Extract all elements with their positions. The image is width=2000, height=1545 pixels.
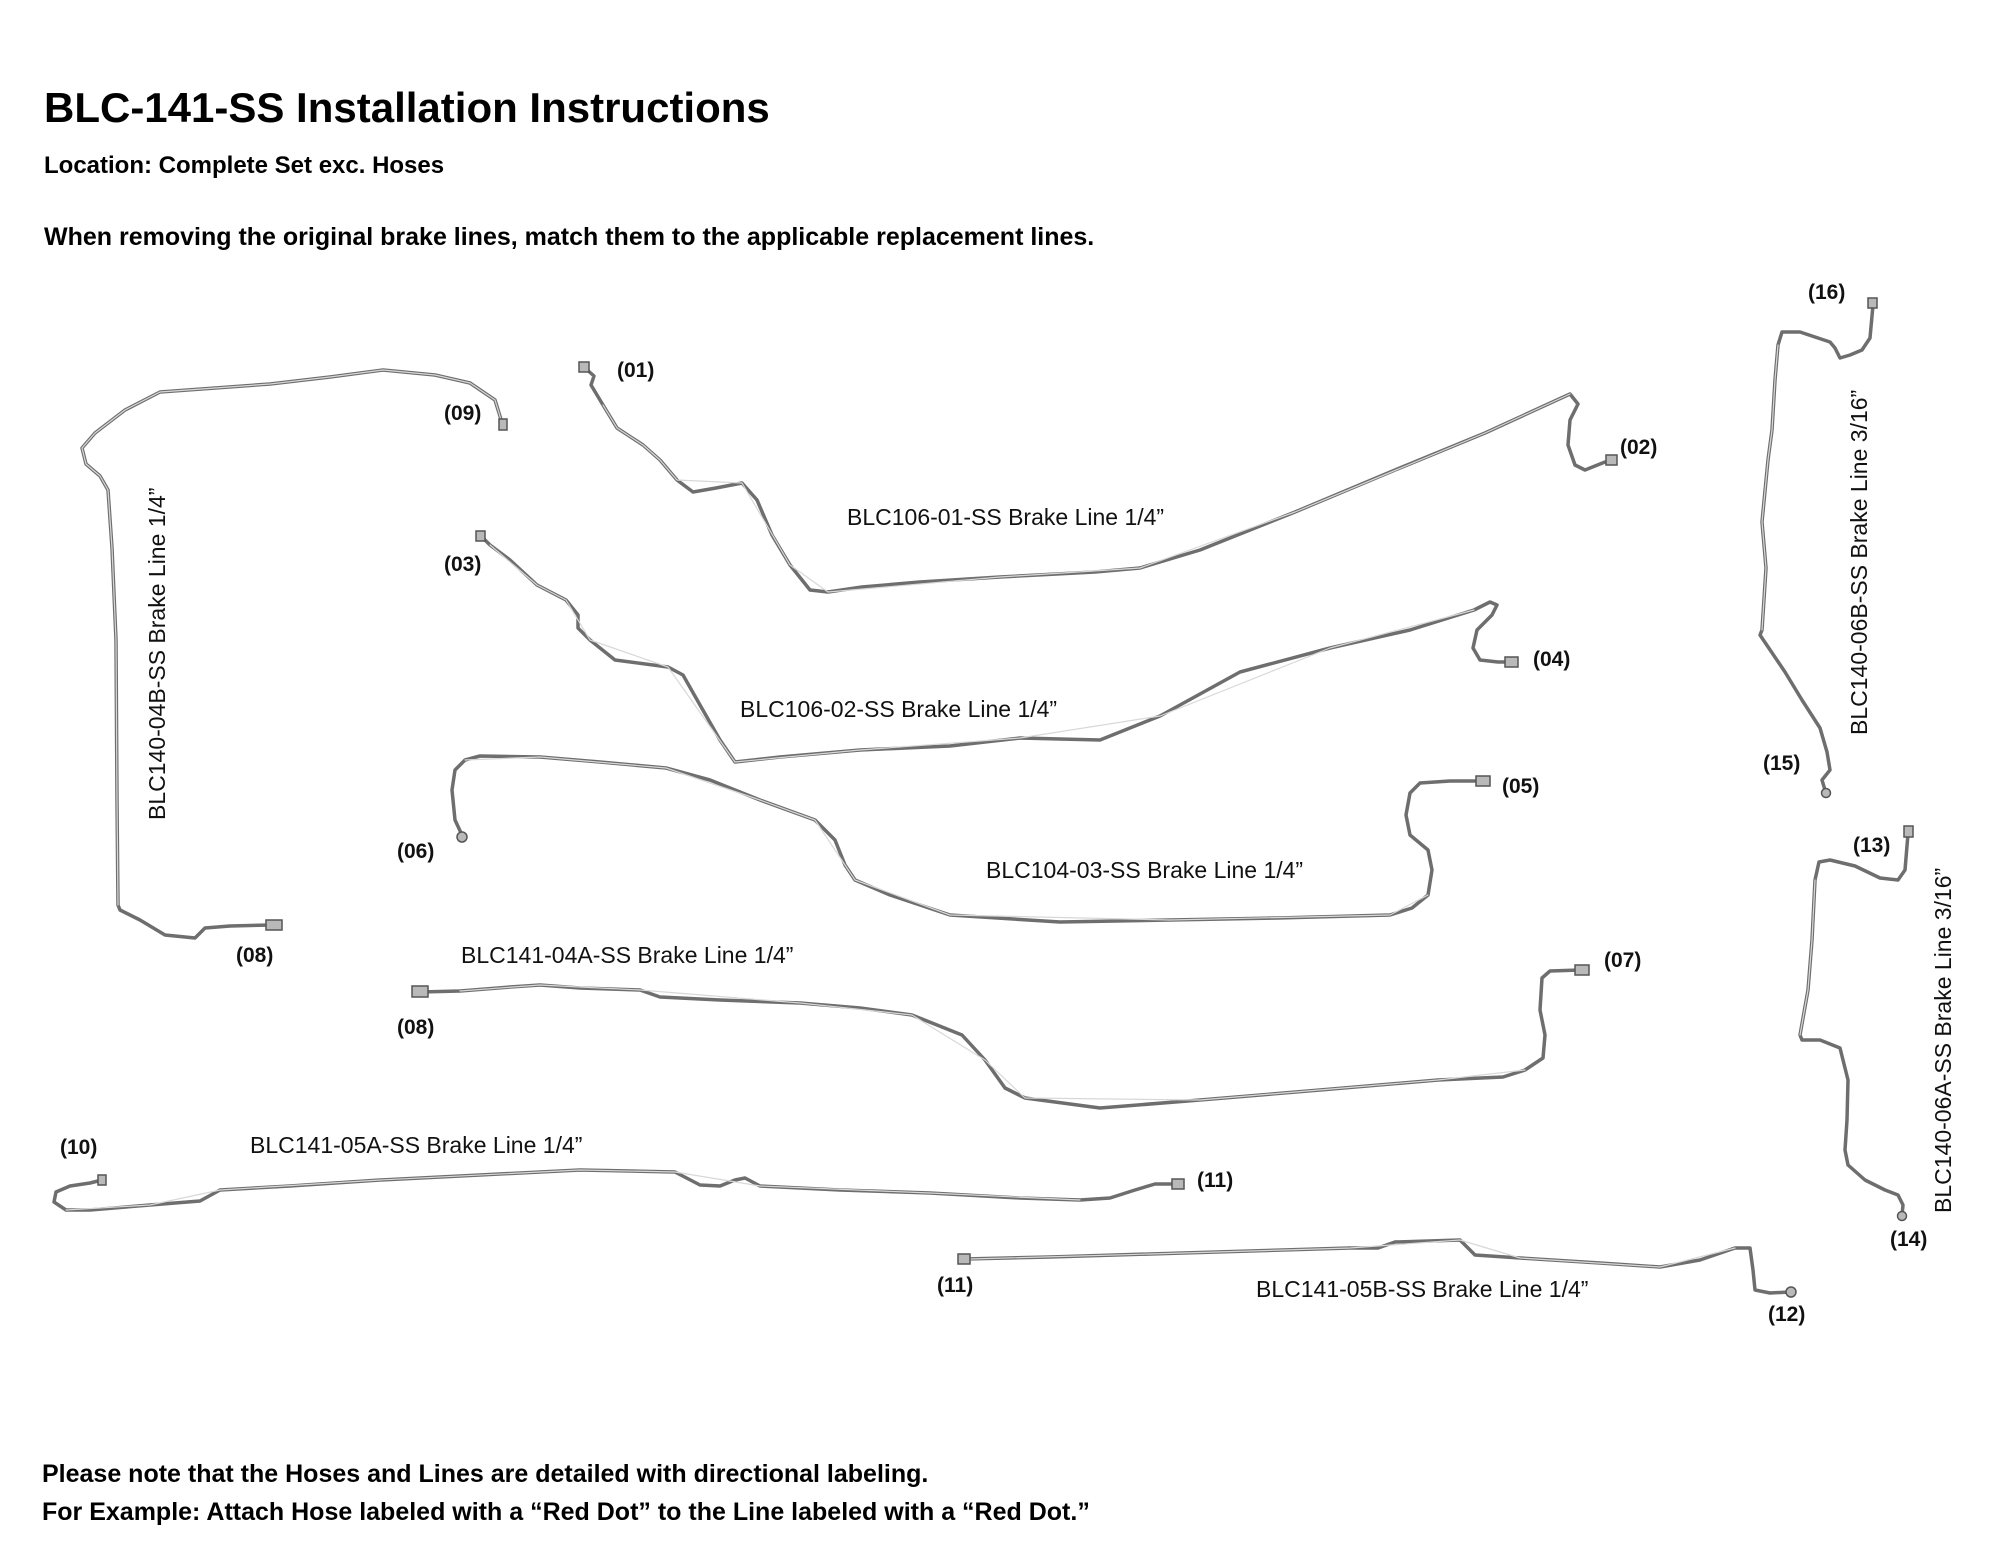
instruction-text: When removing the original brake lines, … (44, 223, 1095, 251)
fitting-11b (957, 1253, 971, 1265)
brake-line-blc140-06b: BLC140-06B-SS Brake Line 3/16” (16) (15) (1758, 281, 1878, 799)
page-title: BLC-141-SS Installation Instructions (44, 84, 770, 131)
fitting-03 (475, 530, 486, 542)
end-label-06: (06) (397, 840, 434, 863)
line-label-blc106-02: BLC106-02-SS Brake Line 1/4” (740, 696, 1057, 722)
end-label-07: (07) (1604, 949, 1641, 972)
end-label-14: (14) (1890, 1228, 1927, 1251)
line-label-blc104-03: BLC104-03-SS Brake Line 1/4” (986, 857, 1303, 883)
footer-note-example: For Example: Attach Hose labeled with a … (42, 1498, 1090, 1526)
location-subtitle: Location: Complete Set exc. Hoses (44, 152, 445, 179)
fitting-11a (1171, 1178, 1185, 1190)
fitting-01 (578, 361, 590, 373)
fitting-05 (1475, 775, 1491, 787)
fitting-04 (1504, 656, 1519, 668)
end-label-12: (12) (1768, 1303, 1805, 1326)
end-label-13: (13) (1853, 834, 1890, 857)
fitting-12 (1785, 1286, 1797, 1298)
fitting-09 (498, 418, 508, 431)
footer-note-directional: Please note that the Hoses and Lines are… (42, 1460, 929, 1488)
end-label-09: (09) (444, 402, 481, 425)
brake-line-blc104-03: BLC104-03-SS Brake Line 1/4” (06) (05) (397, 754, 1539, 924)
end-label-08-right: (08) (397, 1016, 434, 1039)
end-label-02: (02) (1620, 436, 1657, 459)
brake-line-blc141-05b: BLC141-05B-SS Brake Line 1/4” (11) (12) (937, 1238, 1805, 1326)
end-label-15: (15) (1763, 752, 1800, 775)
fitting-08 (265, 919, 283, 931)
fitting-13 (1903, 825, 1914, 838)
line-label-blc141-04a: BLC141-04A-SS Brake Line 1/4” (461, 942, 793, 968)
line-label-blc140-06a: BLC140-06A-SS Brake Line 3/16” (1930, 868, 1956, 1213)
brake-line-blc141-04a: BLC141-04A-SS Brake Line 1/4” (08) (07) (397, 942, 1641, 1110)
end-label-08-left: (08) (236, 944, 273, 967)
line-label-blc141-05a: BLC141-05A-SS Brake Line 1/4” (250, 1132, 582, 1158)
brake-line-blc141-05a: BLC141-05A-SS Brake Line 1/4” (10) (11) (52, 1132, 1233, 1212)
brake-line-blc106-02: BLC106-02-SS Brake Line 1/4” (03) (04) (444, 530, 1570, 764)
line-label-blc141-05b: BLC141-05B-SS Brake Line 1/4” (1256, 1276, 1588, 1302)
end-label-04: (04) (1533, 648, 1570, 671)
brake-line-blc140-06a: BLC140-06A-SS Brake Line 3/16” (13) (14) (1798, 825, 1956, 1251)
end-label-03: (03) (444, 553, 481, 576)
line-label-blc140-06b: BLC140-06B-SS Brake Line 3/16” (1846, 390, 1872, 735)
fitting-14 (1896, 1210, 1908, 1222)
fitting-15 (1820, 787, 1832, 799)
fitting-02 (1605, 454, 1618, 466)
end-label-10: (10) (60, 1136, 97, 1159)
end-label-05: (05) (1502, 775, 1539, 798)
fitting-10 (97, 1174, 107, 1186)
fitting-16 (1867, 297, 1878, 309)
brake-line-blc140-04b: BLC140-04B-SS Brake Line 1/4” (09) (08) (80, 368, 508, 967)
line-label-blc106-01: BLC106-01-SS Brake Line 1/4” (847, 504, 1164, 530)
end-label-01: (01) (617, 359, 654, 382)
end-label-16: (16) (1808, 281, 1845, 304)
end-label-11a: (11) (1197, 1169, 1233, 1192)
brake-line-blc106-01: BLC106-01-SS Brake Line 1/4” (01) (02) (578, 359, 1657, 594)
end-label-11b: (11) (937, 1274, 973, 1297)
fitting-06 (456, 831, 468, 843)
fitting-07 (1574, 964, 1590, 976)
fitting-08b (411, 985, 429, 998)
line-label-blc140-04b: BLC140-04B-SS Brake Line 1/4” (144, 488, 170, 820)
